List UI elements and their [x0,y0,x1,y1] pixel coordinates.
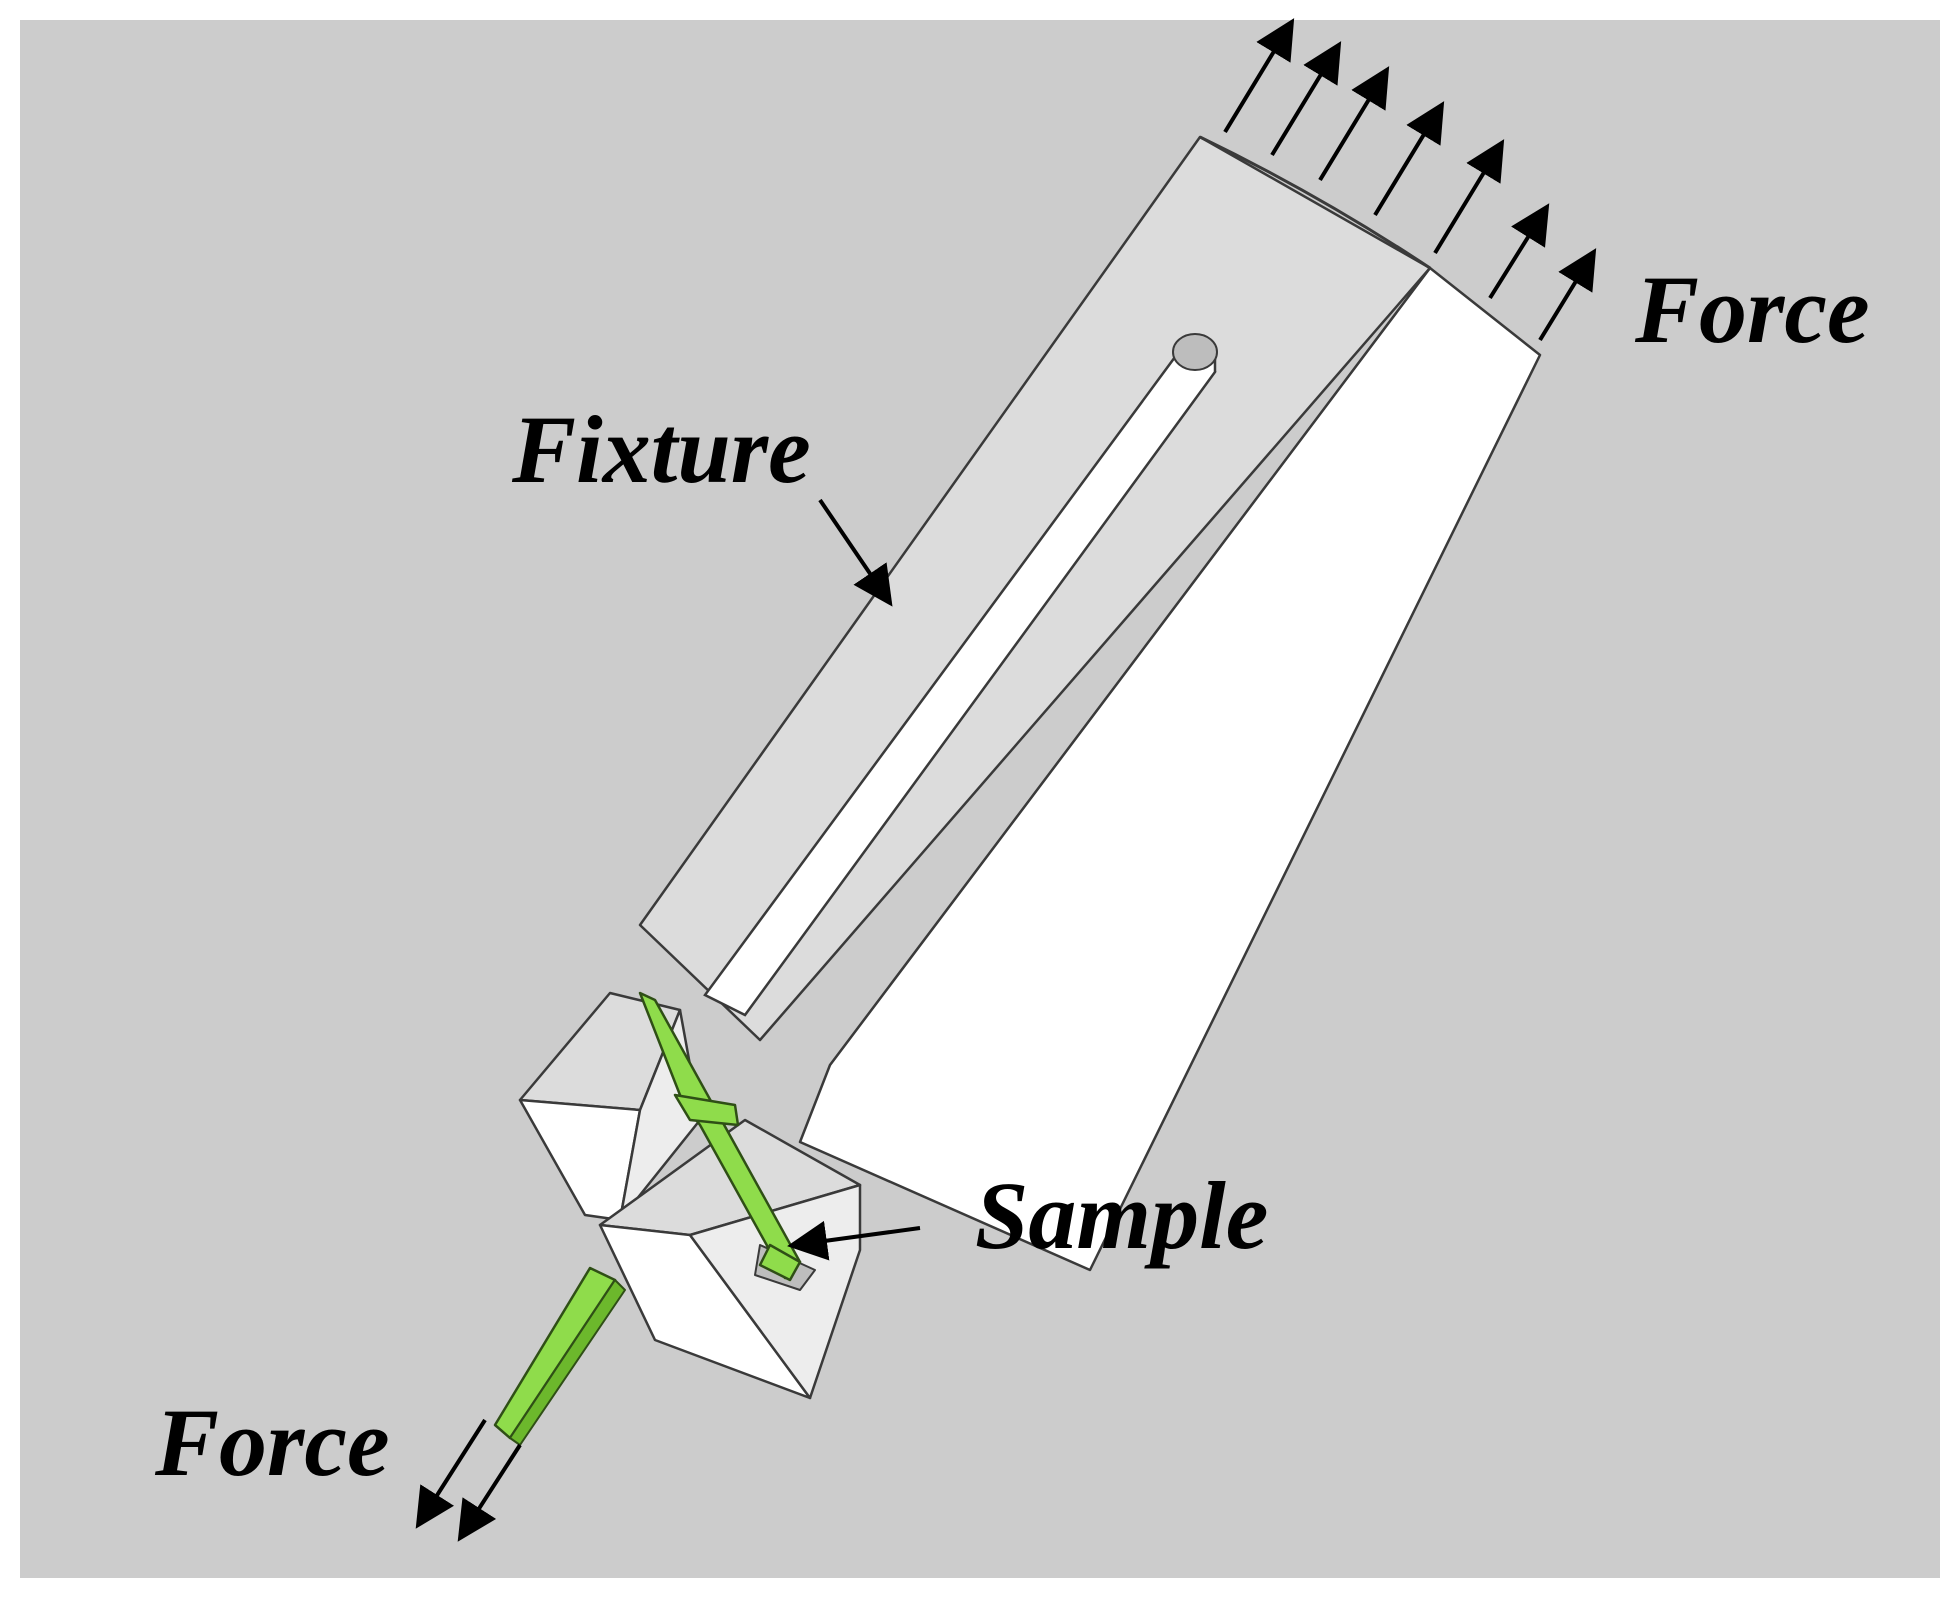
force-arrow-top [1270,41,1342,157]
force-arrow-top [1318,66,1390,182]
fixture-body [638,135,1542,1272]
force-arrow-top [1538,248,1597,342]
fixture-edge-line [829,267,1431,1066]
fixture-top-edge [1199,135,1431,270]
sample-strip-neck [673,1093,740,1127]
force-arrow-top [1488,203,1550,300]
sample-strip [493,991,802,1446]
fixture-label: Fixture [511,396,811,503]
force-bottom-label: Force [154,1389,390,1496]
sample-pointer-arrow [787,1220,921,1261]
force-arrow-top [1433,139,1505,255]
force-arrow-bottom [415,1418,487,1529]
force-arrow-top [1223,18,1295,134]
force-top-label: Force [1634,256,1870,363]
fixture-pointer-arrow [818,498,893,607]
force-arrow-bottom [457,1443,522,1542]
bottom-force-arrows [415,1418,522,1542]
fixture-slot-end [1172,333,1218,371]
diagram-background [16,16,1944,1582]
force-arrow-top [1373,101,1445,217]
sample-label: Sample [975,1162,1268,1269]
top-force-arrows [1223,18,1597,342]
